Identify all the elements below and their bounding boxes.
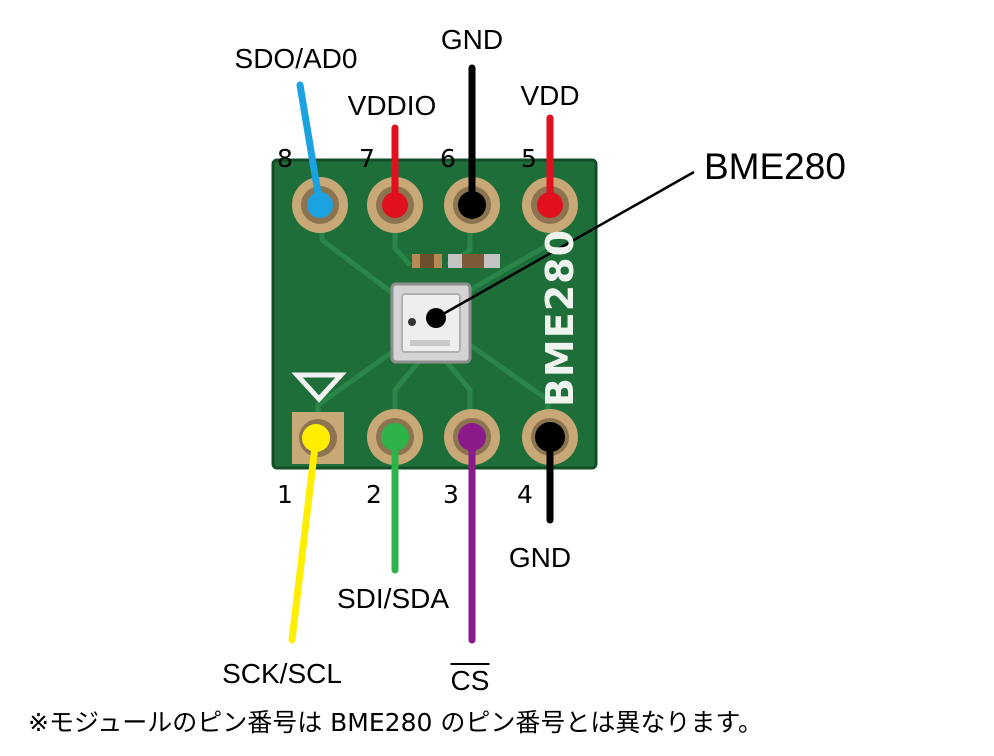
pin5-number: 5 [521,144,537,173]
silkscreen-label: BME280 [538,228,582,408]
pin5-label: VDD [520,80,580,111]
wire-pin8 [296,81,333,218]
pin4-number: 4 [517,480,533,509]
pcb-edge [271,158,598,470]
wire-pin3 [458,423,486,644]
wire-pin5 [537,114,563,218]
pin3-number: 3 [443,480,459,509]
chip-callout-label: BME280 [704,146,846,187]
pin4-label: GND [508,542,572,573]
pin3-label: CS [450,665,490,696]
pin7-label: VDDIO [347,90,437,121]
pin1-triangle-marker [291,372,347,403]
footnote: ※モジュールのピン番号は BME280 のピン番号とは異なります。 [28,708,763,737]
wire-pin2 [381,423,409,574]
chip-callout-line [435,170,695,320]
wire-pin7 [382,124,408,218]
pin2-label: SDI/SDA [336,583,450,614]
pin8-number: 8 [277,144,293,173]
smd-capacitors [412,254,500,268]
wire-pin6 [458,64,486,219]
pin1-number: 1 [277,480,293,509]
pin7-number: 7 [359,144,375,173]
pin2-number: 2 [366,480,382,509]
wire-pin4 [535,422,565,524]
pin8-label: SDO/AD0 [234,43,358,74]
wire-pin1 [288,424,330,644]
pin1-label: SCK/SCL [222,658,342,689]
pin6-number: 6 [440,144,456,173]
pin6-label: GND [440,24,504,55]
